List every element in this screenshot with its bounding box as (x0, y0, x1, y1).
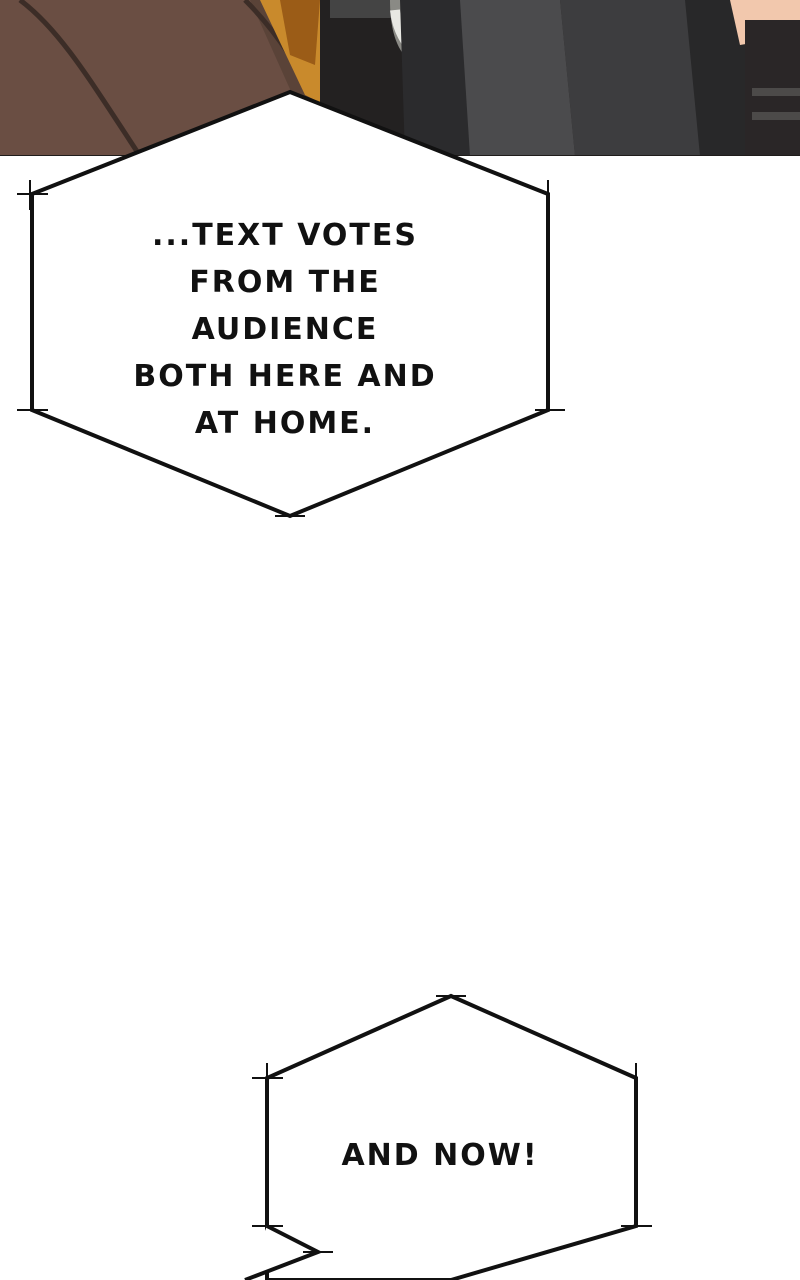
speech-bubble-2-text: AND NOW! (341, 1138, 539, 1173)
comic-panel-artwork (0, 0, 800, 156)
top-comic-panel (0, 0, 800, 156)
speech-bubble-1-text: ...TEXT VOTES FROM THE AUDIENCE BOTH HER… (133, 218, 437, 441)
